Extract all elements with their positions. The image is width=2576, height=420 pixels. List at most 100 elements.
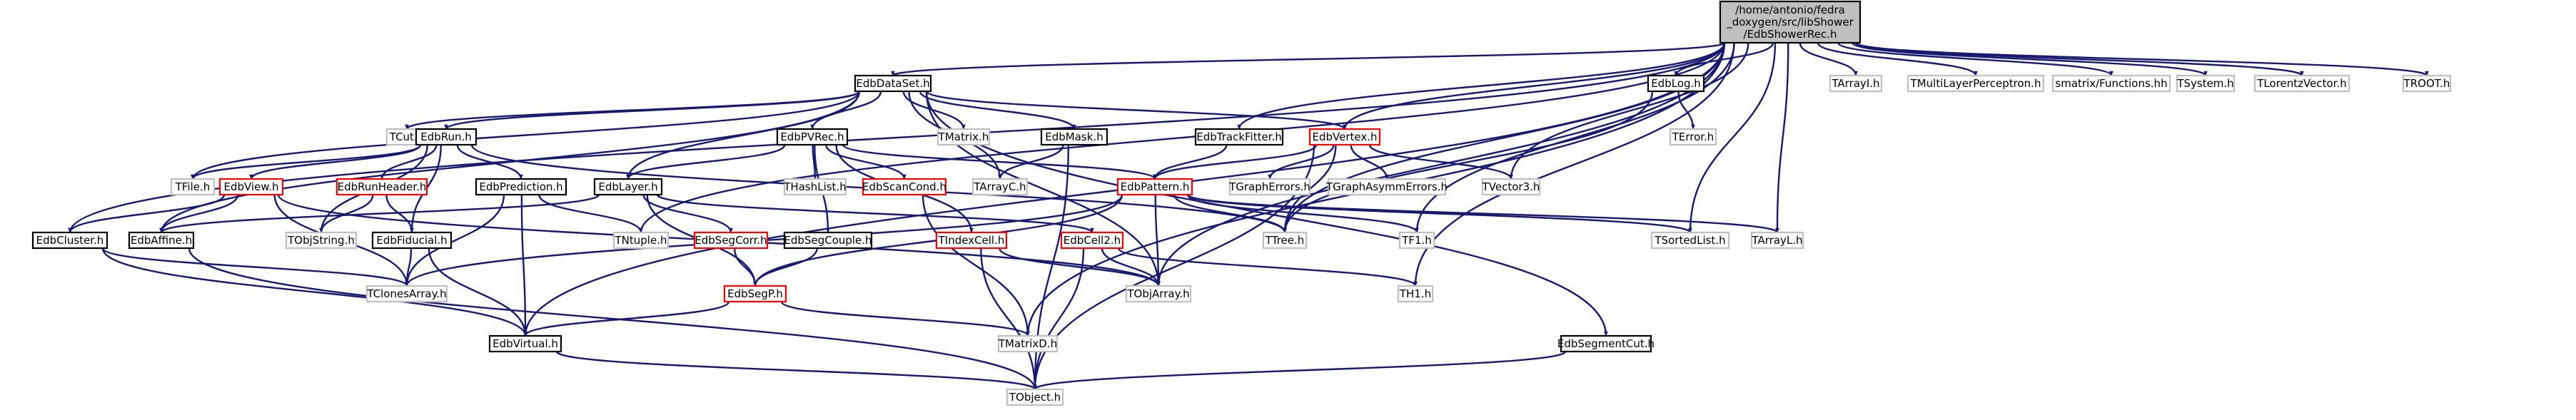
node-edb-track-fitter[interactable]: EdbTrackFitter.h	[1194, 128, 1284, 146]
node-tobj-array[interactable]: TObjArray.h	[1125, 285, 1192, 303]
node-tarray-c-box	[971, 178, 1029, 196]
node-edb-pvrec-label: EdbPVRec.h	[780, 130, 844, 143]
node-tntuple-box	[612, 231, 670, 250]
node-tindex-cell[interactable]: TIndexCell.h	[935, 231, 1008, 250]
node-tmulti-layer-perceptron[interactable]: TMultiLayerPerceptron.h	[1906, 74, 2045, 93]
edge-edb-cluster-to-edb-virtual	[101, 247, 527, 337]
node-edb-shower-rec[interactable]: /home/antonio/fedra_doxygen/src/libShowe…	[1719, 0, 1862, 44]
edge-edb-view-to-edb-affine	[159, 194, 239, 233]
edge-tindex-cell-to-tobject	[980, 247, 1037, 390]
node-tarray-c[interactable]: TArrayC.h	[971, 178, 1029, 196]
node-thash-list[interactable]: THashList.h	[783, 178, 847, 196]
node-ttree[interactable]: TTree.h	[1262, 231, 1308, 250]
node-tsystem[interactable]: TSystem.h	[2176, 74, 2236, 93]
node-thash-list-box	[783, 178, 847, 196]
edge-root-to-edb-track-fitter	[1237, 42, 1726, 130]
node-edb-seg-p-label: EdbSegP.h	[727, 287, 783, 300]
node-tntuple-label: TNtuple.h	[615, 234, 667, 247]
node-edb-run-box	[415, 128, 478, 146]
node-tobj-string[interactable]: TObjString.h	[285, 231, 358, 250]
edge-edb-fiducial-to-edb-virtual	[428, 247, 527, 337]
edge-edb-layer-to-edb-cell2	[656, 193, 1094, 234]
node-tarray-i-label: TArrayI.h	[1831, 77, 1879, 90]
edge-edb-layer-to-edb-affine	[159, 193, 600, 234]
edge-edb-scan-cond-to-tmatrix-d	[921, 194, 1030, 337]
node-tfile[interactable]: TFile.h	[170, 178, 216, 196]
node-smatrix-functions[interactable]: smatrix/Functions.hh	[2051, 74, 2171, 93]
node-tobj-string-label: TObjString.h	[287, 234, 355, 247]
node-edb-cell2[interactable]: EdbCell2.h	[1060, 231, 1124, 250]
node-edb-cluster-box	[31, 231, 108, 250]
node-tobject[interactable]: TObject.h	[1006, 388, 1064, 406]
node-edb-log-label: EdbLog.h	[1651, 77, 1701, 90]
edge-edb-affine-to-tobject	[188, 247, 1037, 390]
edge-root-to-tarray-l	[1775, 42, 1789, 233]
node-edb-pvrec[interactable]: EdbPVRec.h	[776, 128, 849, 146]
node-edb-affine[interactable]: EdbAffine.h	[128, 231, 195, 250]
edge-root-to-tsorted-list	[1688, 42, 1777, 233]
node-edb-data-set-box	[854, 74, 932, 93]
node-edb-track-fitter-label: EdbTrackFitter.h	[1196, 130, 1282, 143]
node-edb-segment-cut[interactable]: EdbSegmentCut.h	[1557, 334, 1655, 353]
edge-edb-seg-p-to-edb-virtual	[523, 301, 730, 337]
node-tsystem-box	[2176, 74, 2236, 93]
node-terror-box	[1669, 128, 1717, 146]
node-edb-seg-couple[interactable]: EdbSegCouple.h	[783, 231, 873, 250]
node-edb-pattern-label: EdbPattern.h	[1121, 180, 1190, 193]
node-edb-run[interactable]: EdbRun.h	[415, 128, 478, 146]
node-edb-scan-cond[interactable]: EdbScanCond.h	[862, 178, 947, 196]
node-edb-cluster-label: EdbCluster.h	[36, 234, 104, 247]
edge-edb-vertex-to-tgraph-errors	[1268, 144, 1335, 180]
edge-edb-track-fitter-to-edb-pattern	[1153, 144, 1228, 180]
node-edb-virtual[interactable]: EdbVirtual.h	[488, 334, 562, 353]
node-edb-run-label: EdbRun.h	[420, 130, 472, 143]
node-edb-view[interactable]: EdbView.h	[218, 178, 284, 196]
edge-root-to-edb-data-set	[891, 41, 1726, 77]
node-edb-run-header[interactable]: EdbRunHeader.h	[335, 178, 428, 196]
node-tarray-i[interactable]: TArrayI.h	[1829, 74, 1883, 93]
edge-edb-pvrec-to-edb-pattern	[842, 143, 1157, 180]
edge-root-to-tvector3	[1509, 42, 1749, 180]
edge-edb-prediction-to-tclones-array	[405, 194, 505, 287]
node-tntuple[interactable]: TNtuple.h	[612, 231, 670, 250]
edge-edb-vertex-to-tvector3	[1368, 144, 1513, 180]
node-edb-layer[interactable]: EdbLayer.h	[593, 178, 663, 196]
node-tf1[interactable]: TF1.h	[1398, 231, 1435, 250]
node-tlorentz-vector[interactable]: TLorentzVector.h	[2253, 74, 2350, 93]
node-tlorentz-vector-label: TLorentzVector.h	[2256, 77, 2346, 90]
node-edb-cluster[interactable]: EdbCluster.h	[31, 231, 108, 250]
node-edb-fiducial[interactable]: EdbFiducial.h	[371, 231, 453, 250]
edge-edb-data-set-to-tcut	[405, 90, 861, 130]
node-edb-cell2-label: EdbCell2.h	[1064, 234, 1121, 247]
node-tvector3-box	[1481, 178, 1541, 196]
node-th1[interactable]: TH1.h	[1397, 285, 1434, 303]
node-edb-seg-corr[interactable]: EdbSegCorr.h	[693, 231, 769, 250]
node-edb-mask[interactable]: EdbMask.h	[1040, 128, 1108, 146]
node-edb-affine-label: EdbAffine.h	[131, 234, 192, 247]
node-edb-prediction[interactable]: EdbPrediction.h	[475, 178, 567, 196]
node-tobj-string-box	[285, 231, 358, 250]
node-tmatrix[interactable]: TMatrix.h	[936, 128, 991, 146]
node-tarray-c-label: TArrayC.h	[973, 180, 1026, 193]
node-edb-vertex[interactable]: EdbVertex.h	[1308, 128, 1381, 146]
node-tclones-array-label: TClonesArray.h	[366, 287, 446, 300]
edge-edb-data-set-to-tobj-array	[925, 91, 1161, 287]
node-edb-pattern[interactable]: EdbPattern.h	[1116, 178, 1193, 196]
node-edb-data-set[interactable]: EdbDataSet.h	[854, 74, 932, 93]
node-tvector3[interactable]: TVector3.h	[1481, 178, 1541, 196]
edge-edb-data-set-to-edb-run	[444, 90, 861, 130]
node-edb-log[interactable]: EdbLog.h	[1647, 74, 1705, 93]
node-edb-seg-p[interactable]: EdbSegP.h	[723, 285, 787, 303]
node-tgraph-errors[interactable]: TGraphErrors.h	[1228, 178, 1311, 196]
node-tmatrix-d[interactable]: TMatrixD.h	[998, 334, 1059, 353]
node-tsorted-list[interactable]: TSortedList.h	[1650, 231, 1730, 250]
node-tarray-l[interactable]: TArrayL.h	[1750, 231, 1804, 250]
node-troot[interactable]: TROOT.h	[2402, 74, 2452, 93]
node-tclones-array[interactable]: TClonesArray.h	[365, 285, 448, 303]
node-edb-scan-cond-box	[862, 178, 947, 196]
node-edb-log-box	[1647, 74, 1705, 93]
edge-edb-fiducial-to-tclones-array	[405, 247, 413, 287]
node-tgraph-asymm-errors[interactable]: TGraphAsymmErrors.h	[1325, 178, 1448, 196]
node-terror[interactable]: TError.h	[1669, 128, 1717, 146]
